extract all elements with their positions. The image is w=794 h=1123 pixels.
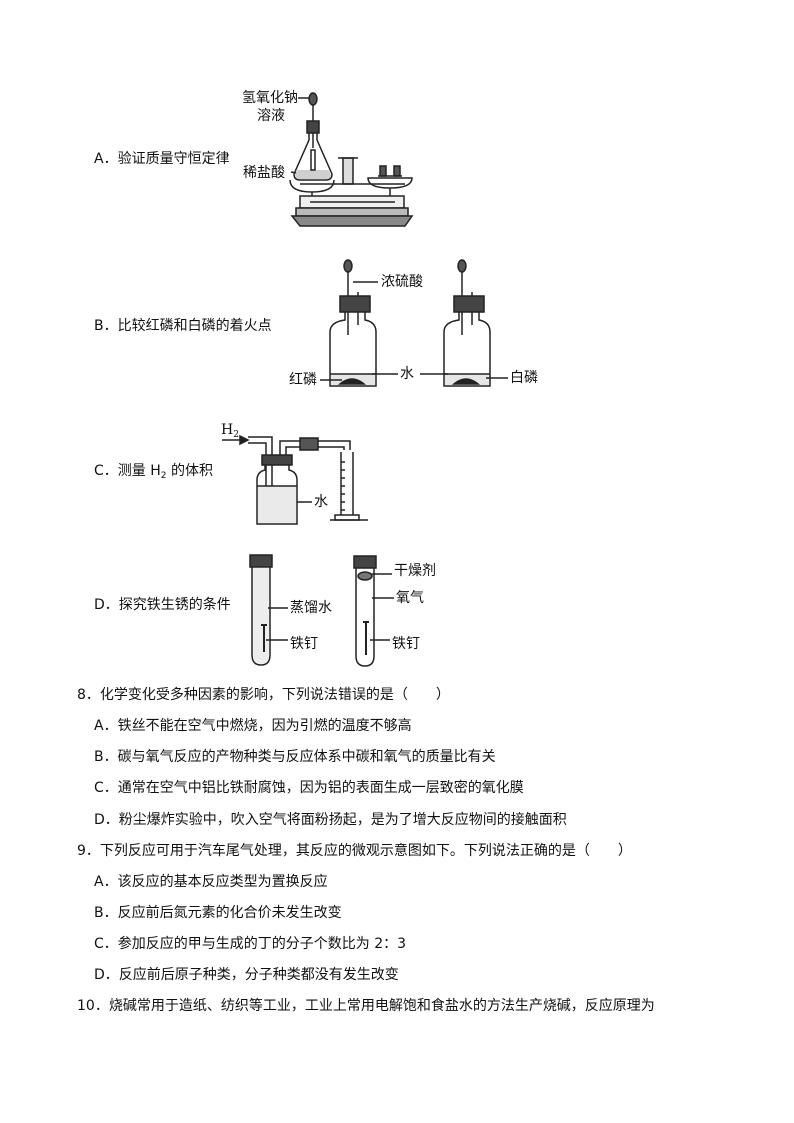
option-c-text-post: 的体积 <box>166 463 213 479</box>
option-c-text-pre: C．测量 H <box>94 463 161 479</box>
q8-option-d: D．粉尘爆炸实验中，吹入空气将面粉扬起，是为了增大反应物间的接触面积 <box>94 812 567 828</box>
q8-option-b: B．碳与氧气反应的产物种类与反应体系中碳和氧气的质量比有关 <box>94 749 496 765</box>
q9-option-a: A．该反应的基本反应类型为置换反应 <box>94 874 328 890</box>
desiccant-label: 干燥剂 <box>394 563 436 579</box>
nail-label-2: 铁钉 <box>392 636 420 652</box>
q9-option-c: C．参加反应的甲与生成的丁的分子个数比为 2：3 <box>94 936 407 952</box>
oxygen-label: 氧气 <box>396 590 424 606</box>
distilled-water-label: 蒸馏水 <box>290 600 332 616</box>
h2-label-main: H <box>221 422 234 438</box>
option-b-text: B．比较红磷和白磷的着火点 <box>94 318 272 334</box>
option-d-text: D．探究铁生锈的条件 <box>94 597 231 613</box>
q8-stem: 8．化学变化受多种因素的影响，下列说法错误的是（ ） <box>77 687 450 703</box>
q9-option-d: D．反应前后原子种类，分子种类都没有发生改变 <box>94 967 399 983</box>
option-c-text-sub: 2 <box>160 471 167 481</box>
q9-option-b: B．反应前后氮元素的化合价未发生改变 <box>94 905 342 921</box>
conc-acid-label: 浓硫酸 <box>381 274 423 290</box>
q10-stem: 10．烧碱常用于造纸、纺织等工业，工业上常用电解饱和食盐水的方法生产烧碱，反应原… <box>77 998 655 1014</box>
q8-option-a: A．铁丝不能在空气中燃烧，因为引燃的温度不够高 <box>94 718 412 734</box>
water-label-c: 水 <box>314 494 328 510</box>
hcl-label: 稀盐酸 <box>243 165 285 181</box>
nail-label-1: 铁钉 <box>290 636 318 652</box>
red-phosphorus-label: 红磷 <box>289 372 317 388</box>
white-phosphorus-label: 白磷 <box>510 370 538 386</box>
h2-label: H2 <box>221 422 239 443</box>
q8-option-c: C．通常在空气中铝比铁耐腐蚀，因为铝的表面生成一层致密的氧化膜 <box>94 780 524 796</box>
naoh-label-line2: 溶液 <box>257 108 285 124</box>
water-label-b: 水 <box>400 366 414 382</box>
q9-stem: 9．下列反应可用于汽车尾气处理，其反应的微观示意图如下。下列说法正确的是（ ） <box>77 843 632 859</box>
naoh-label-line1: 氢氧化钠 <box>242 90 298 106</box>
h2-label-sub: 2 <box>233 430 239 440</box>
option-c-text: C．测量 H2 的体积 <box>94 462 213 485</box>
option-a-text: A．验证质量守恒定律 <box>94 151 230 167</box>
